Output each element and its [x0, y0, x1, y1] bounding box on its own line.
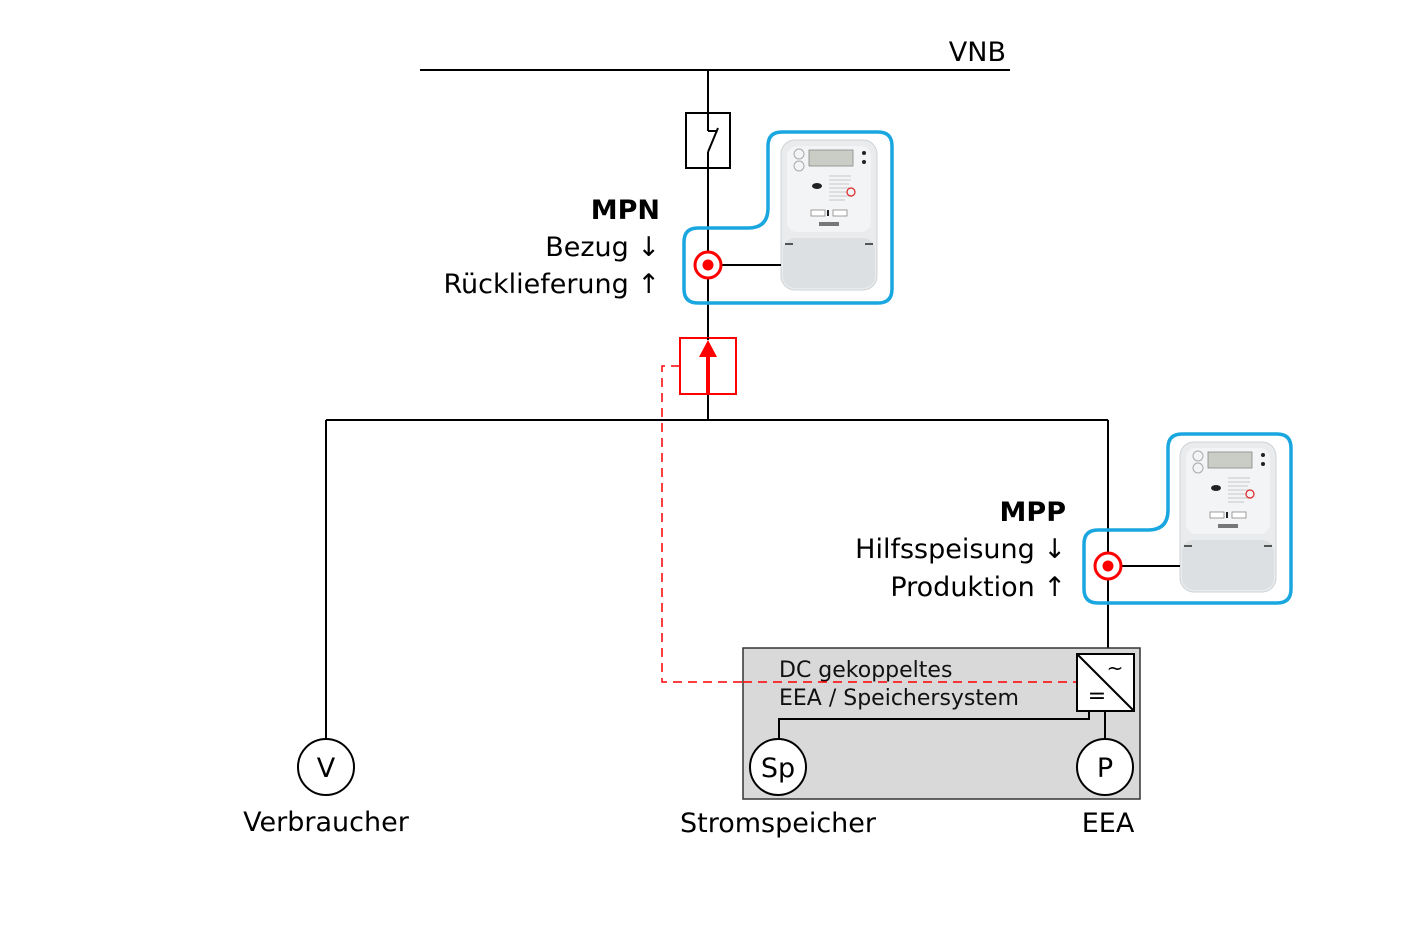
- producer-label: EEA: [1082, 808, 1135, 839]
- consumer-label: Verbraucher: [243, 807, 410, 838]
- mpn-meter-icon: [780, 139, 878, 291]
- mpn-meter-frame: [682, 130, 894, 305]
- storage-node: Sp: [749, 738, 807, 796]
- consumer-symbol: V: [317, 753, 336, 784]
- main-switch-icon: [685, 112, 731, 169]
- mpp-line-production: Produktion ↑: [890, 572, 1066, 603]
- mpn-line-import: Bezug ↓: [545, 232, 660, 263]
- mpn-measure-point-icon: [693, 250, 723, 280]
- dc-system-line2: EEA / Speichersystem: [779, 686, 1019, 711]
- inverter-dc-symbol: =: [1088, 684, 1106, 709]
- producer-symbol: P: [1097, 753, 1113, 784]
- dc-system-line1: DC gekoppeltes: [779, 658, 952, 683]
- storage-label: Stromspeicher: [680, 808, 877, 839]
- mpp-line-aux: Hilfsspeisung ↓: [855, 534, 1066, 565]
- inverter-ac-symbol: ~: [1107, 656, 1124, 680]
- storage-dc-link: [778, 711, 1090, 744]
- mpp-measure-point-icon: [1093, 551, 1123, 581]
- mpn-line-export: Rücklieferung ↑: [443, 269, 660, 300]
- consumer-node: V: [297, 738, 355, 796]
- inverter-icon: ~ =: [1076, 653, 1135, 712]
- flow-sensor-icon: [679, 337, 737, 395]
- grid-label: VNB: [949, 37, 1006, 68]
- dc-system-box: [742, 647, 1141, 800]
- mpp-title: MPP: [1000, 497, 1066, 528]
- mpp-meter-frame: [1082, 432, 1293, 605]
- mpn-title: MPN: [591, 195, 660, 226]
- mpp-meter-icon: [1179, 441, 1277, 593]
- producer-node: P: [1076, 738, 1134, 796]
- storage-symbol: Sp: [761, 753, 795, 784]
